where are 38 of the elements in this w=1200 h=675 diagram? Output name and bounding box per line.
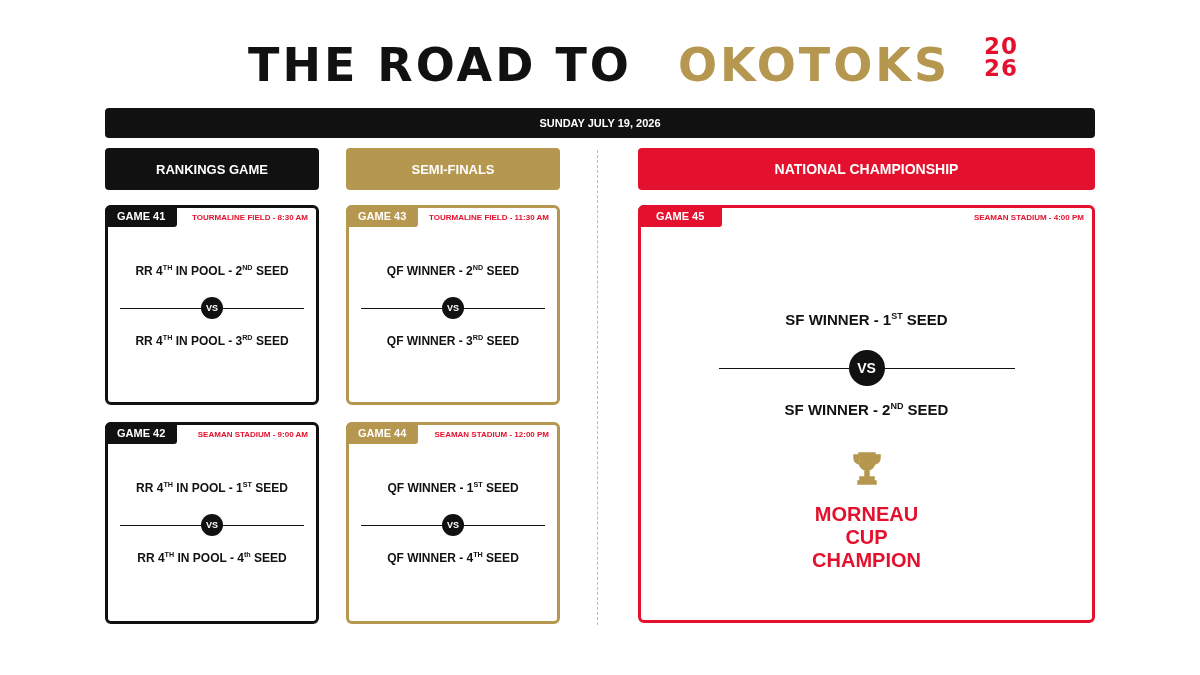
venue-time: SEAMAN STADIUM - 4:00 PM	[973, 213, 1084, 222]
title-text: OKOTOKS	[678, 38, 951, 92]
team-matchup: QF WINNER - 4$^{TH}$ SEED	[386, 550, 520, 565]
game-card	[105, 205, 319, 405]
section-header: NATIONAL CHAMPIONSHIP	[638, 148, 1095, 190]
game-number-tab: GAME 44	[346, 422, 419, 444]
date-banner: SUNDAY JULY 19, 2026	[105, 108, 1095, 138]
game-card	[346, 422, 560, 624]
champion-title: MORNEAU CUP CHAMPION	[811, 503, 922, 572]
team-matchup: RR 4$^{TH}$ IN POOL - 4$^{th}$ SEED	[136, 550, 288, 565]
game-number-tab: GAME 45	[638, 205, 723, 227]
section-header: SEMI-FINALS	[346, 148, 560, 190]
section-header: RANKINGS GAME	[105, 148, 319, 190]
vs-badge: VS	[201, 514, 223, 536]
vs-badge: VS	[442, 514, 464, 536]
vs-badge: VS	[201, 297, 223, 319]
game-card	[105, 422, 319, 624]
game-number-tab: GAME 41	[105, 205, 178, 227]
title-text: 2026	[984, 36, 1018, 80]
venue-time: TOURMALINE FIELD - 8:30 AM	[192, 213, 308, 222]
vs-badge: VS	[848, 350, 885, 386]
team-matchup: SF WINNER - 1$^{ST}$ SEED	[784, 311, 949, 328]
team-matchup: RR 4$^{TH}$ IN POOL - 3$^{RD}$ SEED	[134, 333, 290, 348]
venue-time: SEAMAN STADIUM - 12:00 PM	[434, 430, 549, 439]
team-matchup: RR 4$^{TH}$ IN POOL - 1$^{ST}$ SEED	[135, 480, 289, 495]
title-text: THE ROAD TO	[248, 38, 632, 92]
game-number-tab: GAME 43	[346, 205, 419, 227]
game-card	[346, 205, 560, 405]
team-matchup: QF WINNER - 1$^{ST}$ SEED	[386, 480, 520, 495]
team-matchup: QF WINNER - 3$^{RD}$ SEED	[385, 333, 521, 348]
game-card	[638, 205, 1095, 623]
team-matchup: RR 4$^{TH}$ IN POOL - 2$^{ND}$ SEED	[134, 263, 290, 278]
venue-time: TOURMALINE FIELD - 11:30 AM	[429, 213, 549, 222]
team-matchup: QF WINNER - 2$^{ND}$ SEED	[385, 263, 521, 278]
team-matchup: SF WINNER - 2$^{ND}$ SEED	[783, 401, 950, 418]
game-number-tab: GAME 42	[105, 422, 178, 444]
venue-time: SEAMAN STADIUM - 9:00 AM	[197, 430, 308, 439]
vs-badge: VS	[442, 297, 464, 319]
